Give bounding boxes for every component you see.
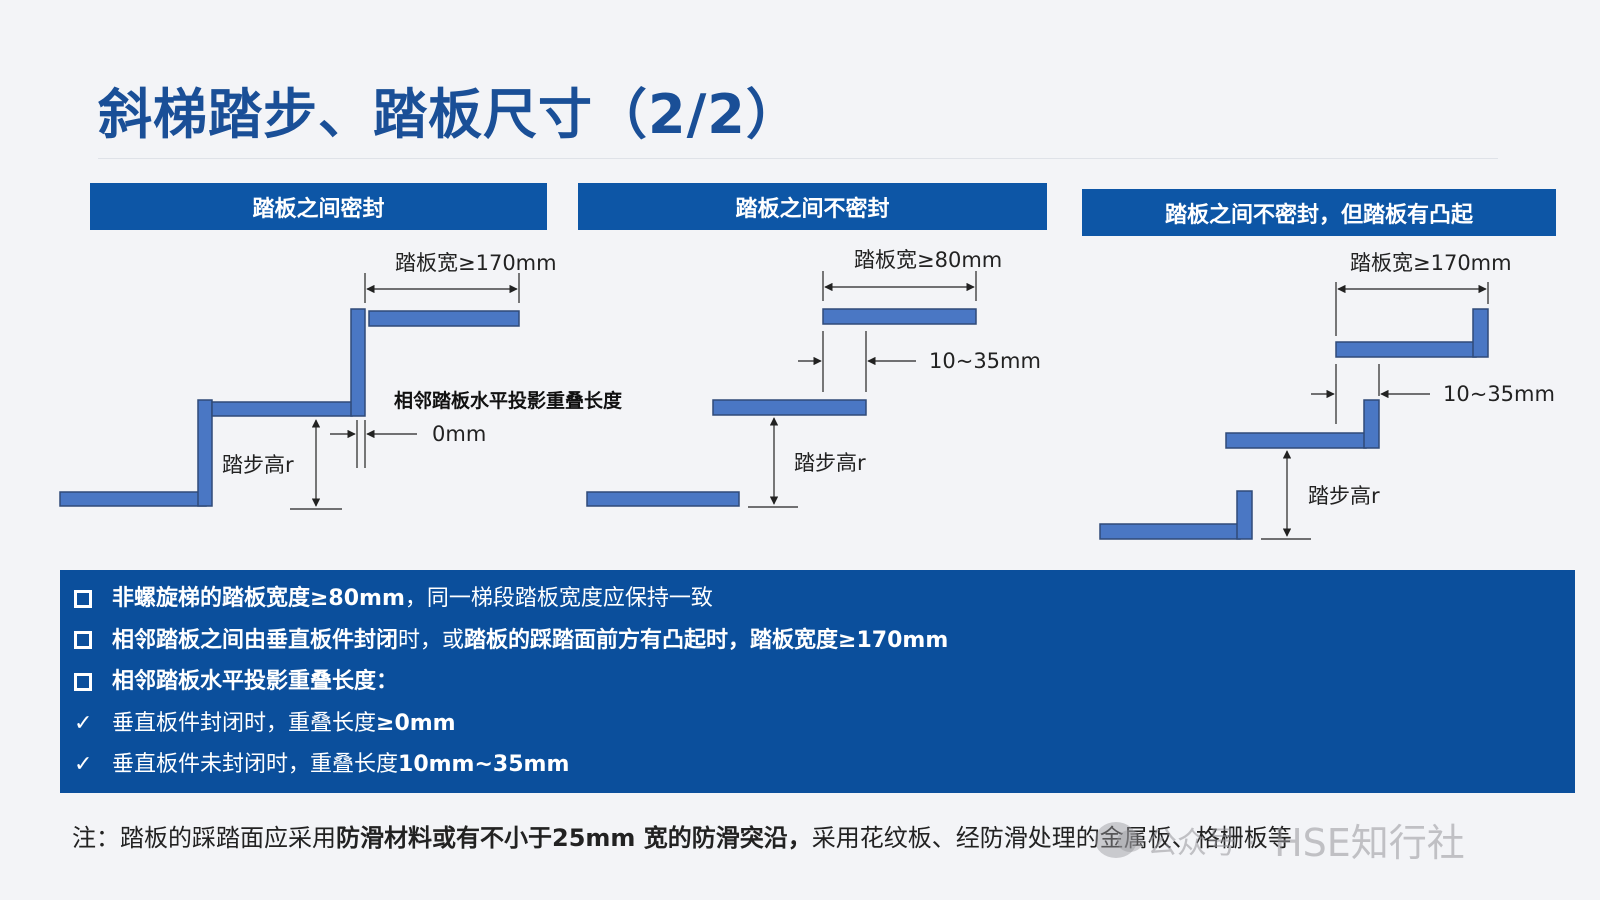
note-bold: 10mm~35mm xyxy=(398,752,570,777)
overlap-value: 0mm xyxy=(432,422,486,446)
gap-label: 10~35mm xyxy=(1443,382,1555,406)
panel-2-header: 踏板之间不密封 xyxy=(578,183,1047,230)
lower-tread xyxy=(586,491,740,507)
panel-1-diagram: 踏板宽≥170mm 相邻踏板水平投影重叠长度 0mm 踏步高r xyxy=(59,251,623,510)
tread-width-label: 踏板宽≥170mm xyxy=(1350,251,1512,275)
rise-label: 踏步高r xyxy=(1308,484,1380,508)
panel-2-diagram: 踏板宽≥80mm 10~35mm 踏步高r xyxy=(586,248,1041,508)
note-text: ： xyxy=(376,669,399,694)
tread-nosing xyxy=(1472,308,1489,358)
rise-label: 踏步高r xyxy=(794,451,866,475)
note-item: ✓ 垂直板件封闭时，重叠长度≥0mm xyxy=(74,703,1575,745)
tread-width-label: 踏板宽≥80mm xyxy=(854,248,1002,272)
square-bullet-icon xyxy=(74,672,92,691)
note-bold: 相邻踏板水平投影重叠长度 xyxy=(112,669,377,694)
upper-tread xyxy=(822,308,977,325)
middle-tread xyxy=(712,399,867,416)
note-item: 相邻踏板水平投影重叠长度： xyxy=(74,661,1575,703)
tread-nosing xyxy=(1363,399,1380,449)
riser-plate xyxy=(350,308,366,417)
note-text: ，同一梯段踏板宽度应保持一致 xyxy=(404,586,713,611)
note-text: 垂直板件未封闭时，重叠长度 xyxy=(112,752,399,777)
wechat-icon xyxy=(1095,821,1143,858)
footnote-prefix: 注：踏板的踩踏面应采用 xyxy=(72,824,336,852)
note-item: 相邻踏板之间由垂直板件封闭时，或踏板的踩踏面前方有凸起时，踏板宽度≥170mm xyxy=(74,620,1575,662)
overlap-caption: 相邻踏板水平投影重叠长度 xyxy=(394,389,623,412)
square-bullet-icon xyxy=(74,589,92,608)
middle-tread xyxy=(211,401,353,417)
footnote-suffix: 采用花纹板、经防滑处理的金属板、格栅板等 xyxy=(811,824,1292,852)
tread-nosing xyxy=(1236,490,1253,540)
checkmark-icon: ✓ xyxy=(74,752,93,777)
panel-1-header: 踏板之间密封 xyxy=(90,183,547,230)
title-divider xyxy=(98,158,1498,159)
lower-tread xyxy=(59,491,207,507)
gap-label: 10~35mm xyxy=(929,349,1041,373)
note-item: 非螺旋梯的踏板宽度≥80mm，同一梯段踏板宽度应保持一致 xyxy=(74,578,1575,620)
footnote: 注：踏板的踩踏面应采用防滑材料或有不小于25mm 宽的防滑突沿，采用花纹板、经防… xyxy=(72,818,1292,853)
checkmark-icon: ✓ xyxy=(74,710,93,736)
panel-3-diagram: 踏板宽≥170mm 10~35mm 踏步高r xyxy=(1099,251,1555,540)
upper-tread xyxy=(1335,341,1477,358)
watermark: 公众号 · HSE知行社 xyxy=(1095,812,1465,867)
requirements-panel: 非螺旋梯的踏板宽度≥80mm，同一梯段踏板宽度应保持一致 相邻踏板之间由垂直板件… xyxy=(60,570,1575,793)
upper-tread xyxy=(368,310,520,327)
note-bold: 相邻踏板之间由垂直板件封闭 xyxy=(112,627,399,653)
note-bold: 踏板的踩踏面前方有凸起时，踏板宽度≥170mm xyxy=(464,627,949,653)
note-text: 时，或 xyxy=(398,627,465,653)
middle-tread xyxy=(1225,432,1367,449)
footnote-bold: 防滑材料或有不小于25mm 宽的防滑突沿， xyxy=(336,824,812,852)
riser-plate xyxy=(197,399,213,507)
note-bold: ≥0mm xyxy=(376,710,456,736)
note-text: 垂直板件封闭时，重叠长度 xyxy=(112,710,377,736)
watermark-text: HSE知行社 xyxy=(1274,821,1465,865)
note-bold: 非螺旋梯的踏板宽度≥80mm xyxy=(112,586,405,611)
panel-3-header: 踏板之间不密封，但踏板有凸起 xyxy=(1082,189,1556,236)
page-title: 斜梯踏步、踏板尺寸（2/2） xyxy=(98,83,801,146)
tread-width-label: 踏板宽≥170mm xyxy=(395,251,557,275)
square-bullet-icon xyxy=(74,631,92,650)
watermark-prefix: 公众号 · xyxy=(1147,825,1257,861)
rise-label: 踏步高r xyxy=(222,453,294,477)
lower-tread xyxy=(1099,523,1241,540)
